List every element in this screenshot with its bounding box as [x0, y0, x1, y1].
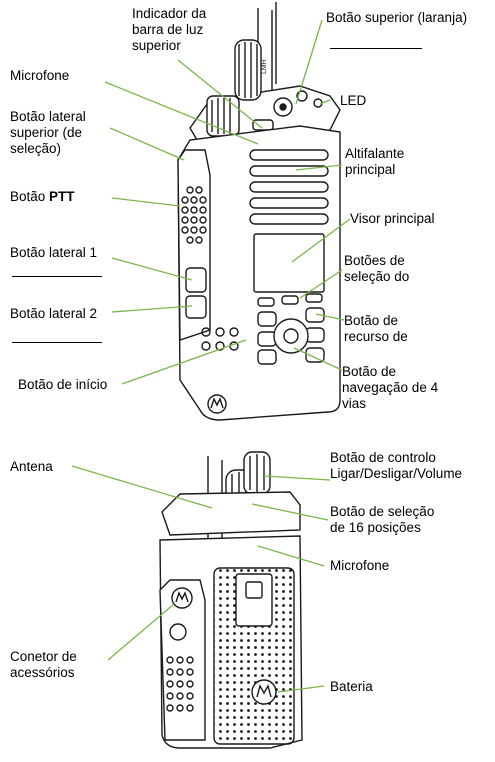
label-line: Botão de: [344, 313, 399, 328]
main-display-label: Visor principal: [350, 211, 435, 226]
led-label: LED: [340, 93, 367, 108]
back-radio-drawing: [159, 451, 303, 749]
front-microphone-label: Microfone: [10, 68, 70, 83]
label-line: Botão de controlo: [330, 450, 436, 465]
label-line: Conetor de: [10, 649, 77, 664]
top-orange-button-label: Botão superior (laranja): [326, 10, 468, 25]
blank-fill-rule: [12, 276, 102, 277]
upper-side-button-label: Botão lateral superior (de seleção): [10, 109, 86, 157]
svg-text:LMR: LMR: [261, 59, 268, 74]
label-line: Botão de: [342, 364, 397, 379]
label-bold-text: PTT: [49, 189, 75, 204]
back-microphone-label: Microfone: [330, 558, 390, 573]
label-line: vias: [342, 396, 367, 411]
label-line: Ligar/Desligar/Volume: [330, 466, 463, 481]
blank-fill-rule: [330, 48, 422, 49]
side-button-2-label: Botão lateral 2: [10, 306, 98, 321]
back-logo-icon: [171, 587, 193, 609]
accessory-connector-label: Conetor de acessórios: [10, 649, 77, 681]
feature-button-label: Botão de recurso de: [344, 313, 408, 345]
label-line: Botão lateral: [10, 109, 86, 124]
side-button-1-label: Botão lateral 1: [10, 245, 98, 260]
menu-select-buttons-label: Botões de seleção do: [344, 253, 409, 285]
battery-label: Bateria: [330, 679, 373, 694]
label-line: Botão de seleção: [330, 504, 435, 519]
label-line: acessórios: [10, 665, 75, 680]
front-logo-icon: [207, 394, 227, 414]
ptt-button-label: Botão PTT: [10, 189, 75, 205]
label-line: superior: [132, 38, 181, 53]
top-light-bar-indicator-label: Indicador da barra de luz superior: [132, 6, 206, 54]
front-radio-drawing: LMR: [177, 2, 341, 421]
label-text: Botão: [10, 189, 50, 204]
label-line: seleção): [10, 141, 62, 156]
power-volume-knob-label: Botão de controlo Ligar/Desligar/Volume: [330, 450, 462, 482]
label-line: principal: [345, 162, 396, 177]
main-speaker-label: Altifalante principal: [345, 146, 404, 178]
sixteen-position-selector-label: Botão de seleção de 16 posições: [330, 504, 434, 536]
label-line: superior (de: [10, 125, 83, 140]
blank-fill-rule: [12, 342, 102, 343]
label-line: Altifalante: [345, 146, 405, 161]
four-way-navigation-button-label: Botão de navegação de 4 vias: [342, 364, 438, 412]
label-line: barra de luz: [132, 22, 204, 37]
antenna-label: Antena: [10, 459, 53, 474]
label-line: Botões de: [344, 253, 405, 268]
home-button-label: Botão de início: [18, 377, 108, 392]
label-line: de 16 posições: [330, 520, 421, 535]
label-line: seleção do: [344, 269, 410, 284]
label-line: Indicador da: [132, 6, 207, 21]
label-line: navegação de 4: [342, 380, 439, 395]
leader-lines: [71, 19, 351, 693]
label-line: recurso de: [344, 329, 408, 344]
